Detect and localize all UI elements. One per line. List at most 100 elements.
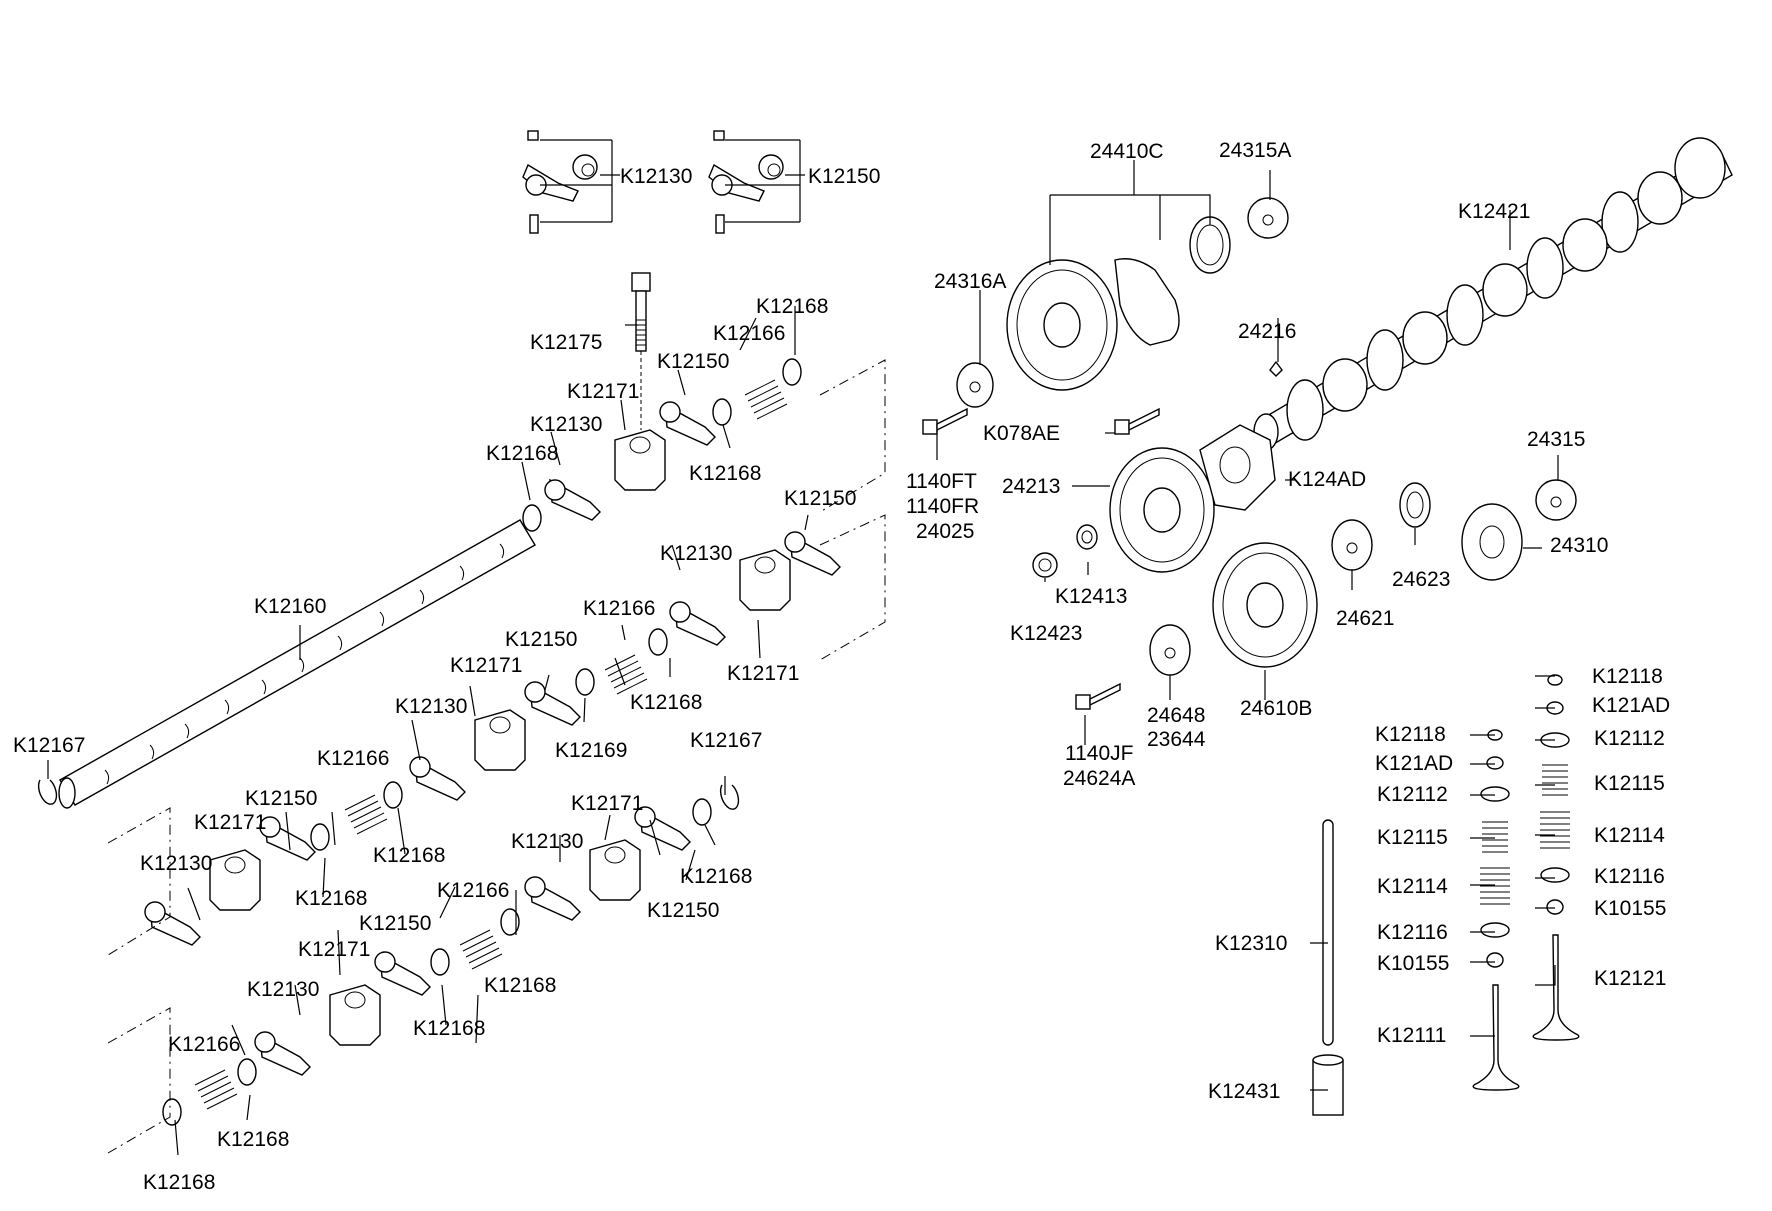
label-k12116: K12116 [1377,921,1448,944]
label-k12118: K12118 [1592,665,1663,688]
label-k12166: K12166 [317,747,389,770]
group-brackets [107,359,886,1154]
label-k12130: K12130 [395,695,467,718]
push-rod-k12310 [1322,819,1334,1046]
label-k12166: K12166 [583,597,655,620]
label-k12167: K12167 [690,729,762,752]
label-24315: 24315 [1527,428,1585,451]
label-k12130-inset: K12130 [620,165,692,188]
label-k12171: K12171 [727,662,799,685]
label-1140ft: 1140FT [906,470,977,493]
label-24213: 24213 [1002,475,1060,498]
label-k12169: K12169 [555,739,627,762]
label-k12130: K12130 [511,830,583,853]
label-k12167: K12167 [13,734,85,757]
label-k12112: K12112 [1594,727,1665,750]
label-k12160: K12160 [254,595,326,618]
gear-24310 [1461,503,1523,581]
label-k12111: K12111 [1377,1024,1446,1047]
label-k121ad: K121AD [1592,694,1670,717]
bushing-24315 [1535,479,1577,521]
label-k12130: K12130 [530,413,602,436]
rocker-washers [162,358,802,1126]
bushing-24410c [1189,216,1231,274]
label-k12114: K12114 [1377,875,1448,898]
label-k12130: K12130 [247,978,319,1001]
label-k12150: K12150 [647,899,719,922]
label-k12310: K12310 [1215,932,1287,955]
rocker-assembly-inset-k12130 [522,130,598,234]
label-23644: 23644 [1147,728,1206,751]
label-k12168: K12168 [756,295,828,318]
key-24216 [1269,360,1283,377]
gear-24610b [1212,542,1318,668]
label-k12130: K12130 [140,852,212,875]
label-k12118: K12118 [1375,723,1446,746]
label-24310: 24310 [1550,534,1608,557]
label-24316a: 24316A [934,270,1006,293]
label-24025: 24025 [916,520,974,543]
label-k12150-inset: K12150 [808,165,880,188]
rocker-assembly-inset-k12150 [708,130,784,234]
idler-gear-24213 [1109,447,1215,573]
label-24410c: 24410C [1090,140,1164,163]
label-k12168: K12168 [217,1128,289,1151]
label-k12171: K12171 [298,938,370,961]
rocker-shaft-supports [209,429,791,1046]
label-24648: 24648 [1147,704,1205,727]
bolt-1140jf [1075,682,1121,710]
label-24315a: 24315A [1219,139,1291,162]
label-k121ad: K121AD [1375,752,1453,775]
nut-k12423 [1032,552,1058,578]
label-k12150: K12150 [245,787,317,810]
label-k10155: K10155 [1594,897,1666,920]
label-1140jf: 1140JF [1065,742,1134,765]
label-k12168: K12168 [413,1017,485,1040]
label-k12130: K12130 [660,542,732,565]
label-k12150: K12150 [657,350,729,373]
part-number-labels: K12130 K12150 24410C 24315A K12421 24316… [13,139,1670,1194]
label-k12121: K12121 [1594,967,1666,990]
spacer-24316a [956,362,994,408]
label-k078ae: K078AE [983,422,1060,445]
rocker-springs [194,379,788,1110]
label-24623: 24623 [1392,568,1450,591]
label-k12150: K12150 [505,628,577,651]
label-k12171: K12171 [571,792,643,815]
bolt-1140ft [922,407,968,435]
label-k10155: K10155 [1377,952,1449,975]
tappet-k12431 [1312,1054,1344,1116]
rocker-bolt-k12175 [631,272,651,430]
label-k12168: K12168 [486,442,558,465]
rocker-shaft [58,519,536,809]
label-k12115: K12115 [1594,772,1665,795]
label-k12423: K12423 [1010,622,1082,645]
label-k12168: K12168 [295,887,367,910]
label-k12168: K12168 [143,1171,215,1194]
label-k12166: K12166 [437,879,509,902]
label-k12168: K12168 [484,974,556,997]
label-k12168: K12168 [630,691,702,714]
label-k12171: K12171 [450,654,522,677]
rocker-arms [144,401,841,1076]
label-24624a: 24624A [1063,767,1135,790]
label-k12112: K12112 [1377,783,1448,806]
spacer-24648 [1149,624,1191,676]
label-k12166: K12166 [713,322,785,345]
camshaft-gear-24410c [1006,259,1118,391]
label-k12421: K12421 [1458,200,1530,223]
label-k12171: K12171 [567,380,639,403]
label-k12150: K12150 [359,912,431,935]
label-24216: 24216 [1238,320,1296,343]
label-k12116: K12116 [1594,865,1665,888]
washer-24623 [1399,482,1431,528]
plate-k124ad [1199,424,1276,511]
label-k12115: K12115 [1377,826,1448,849]
spacer-24621 [1331,519,1373,571]
label-k12171: K12171 [194,811,266,834]
camshaft-k12421 [1253,137,1733,451]
label-k12175: K12175 [530,331,602,354]
label-k12166: K12166 [168,1033,240,1056]
label-k12168: K12168 [680,865,752,888]
leader-lines [47,139,1559,1156]
